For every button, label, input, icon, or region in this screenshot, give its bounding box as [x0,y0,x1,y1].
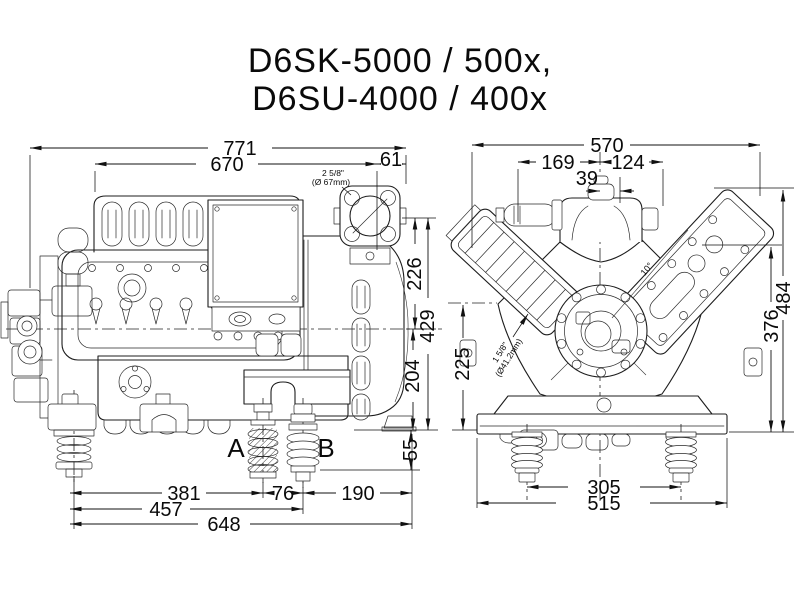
svg-text:376: 376 [761,309,783,342]
left-spring-mount [47,390,97,484]
svg-text:429: 429 [417,309,439,342]
dim-suction-to-feet: 429 [417,218,439,430]
dim-plate-height: 376 [761,247,783,432]
mid-foot-bracket [139,393,189,433]
svg-text:381: 381 [167,483,200,505]
suction-note-line1: 2 5/8" [322,168,344,178]
spring-pedestal [243,369,351,405]
front-view-dimensions: 570 169 124 39 [452,135,795,515]
dim-overall-width: 570 [472,135,760,157]
svg-text:169: 169 [541,152,574,174]
suction-size-note: 2 5/8" (Ø 67mm) [312,168,352,196]
dim-left-to-spring-b: 457 [70,499,303,521]
svg-text:457: 457 [149,499,182,521]
side-pipe [495,199,563,231]
svg-text:570: 570 [590,135,623,157]
suction-flange [333,185,407,265]
front-spring-left [511,424,543,500]
dim-overall-feet-span: 648 [70,514,412,536]
dim-overall-height: 484 [773,190,795,432]
dim-spring-b-to-end: 190 [303,483,412,505]
side-view-dimensions: 771 670 61 226 [29,138,439,536]
angle-annotation: 10° [611,229,689,319]
dim-connection-height: 225 [452,305,474,430]
dim-base-width: 515 [477,493,727,515]
svg-text:39: 39 [576,168,598,190]
dim-center-to-right: 124 [600,152,663,174]
dim-overall-length: 771 [30,138,406,160]
suction-manifold [495,175,659,242]
center-bearing [554,284,648,378]
terminal-box [207,199,304,357]
svg-text:124: 124 [611,152,644,174]
dim-flange-offset: 61 [377,149,406,171]
svg-text:204: 204 [402,359,424,392]
svg-text:484: 484 [773,281,795,314]
dim-body-length: 670 [95,154,377,176]
mount-label-a: A [227,433,245,463]
svg-text:55: 55 [400,439,422,461]
side-view: 2 5/8" (Ø 67mm) A B 771 [0,138,442,536]
drawing-title: D6SK-5000 / 500x, D6SU-4000 / 400x [0,42,800,118]
dim-center-to-feet: 204 [402,329,424,430]
spring-a [247,398,279,486]
suction-note-line2: (Ø 67mm) [312,177,350,187]
svg-text:670: 670 [210,154,243,176]
spring-b [286,398,320,488]
svg-text:648: 648 [207,514,240,536]
svg-text:771: 771 [223,138,256,160]
svg-text:190: 190 [341,483,374,505]
svg-text:76: 76 [272,483,294,505]
left-foot-tab [459,339,477,367]
connection-size-note: 1 5/8" (Ø41.2mm) [490,313,529,378]
dim-spring-a-to-b: 76 [263,483,303,505]
svg-text:61: 61 [380,149,402,171]
svg-text:305: 305 [587,477,620,499]
dim-suction-to-center: 226 [404,218,426,329]
motor-cooling-fins [351,279,371,421]
title-line-2: D6SU-4000 / 400x [252,80,548,118]
svg-text:515: 515 [587,493,620,515]
dim-pipe-offset: 39 [576,168,634,194]
mount-label-b: B [317,433,334,463]
dim-left-to-spring-a: 381 [70,483,263,505]
svg-text:225: 225 [452,347,474,380]
sight-glass [118,365,152,399]
svg-text:226: 226 [404,257,426,290]
motor-foot [383,415,413,429]
front-spring-right [665,424,697,500]
right-foot-tab [743,347,763,377]
dim-center-to-left: 169 [518,152,600,174]
front-view: 10° 1 5/8" (Ø41.2mm) [445,135,795,515]
dim-spring-spacing: 305 [527,477,681,499]
dim-spring-height: 55 [400,430,422,470]
title-line-1: D6SK-5000 / 500x, [247,42,553,80]
